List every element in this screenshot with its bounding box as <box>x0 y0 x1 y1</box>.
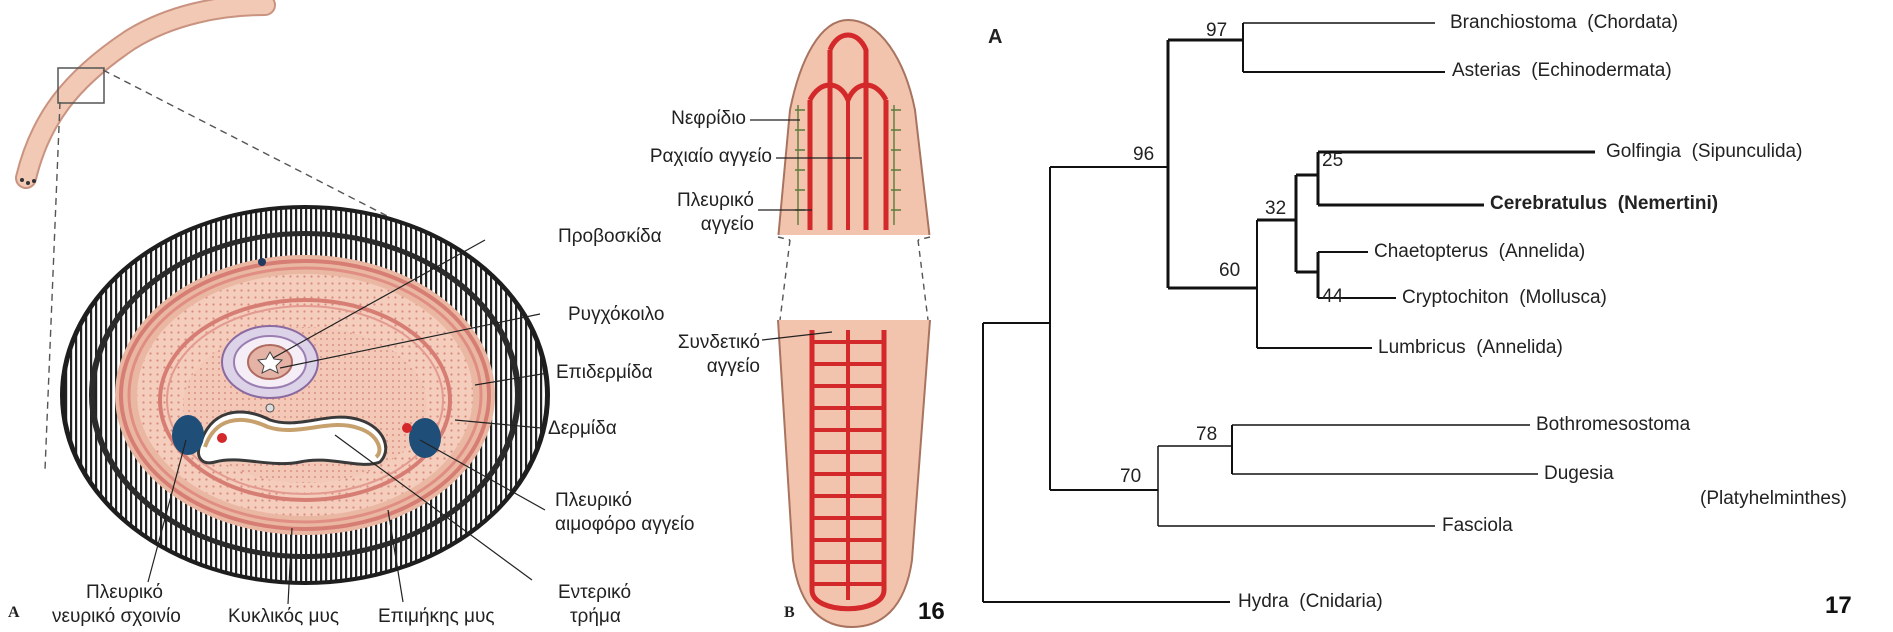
support-97: 97 <box>1206 20 1227 42</box>
label-gut-2: τρήμα <box>570 606 621 628</box>
label-nephridium: Νεφρίδιο <box>620 108 746 130</box>
support-32: 32 <box>1265 198 1286 220</box>
taxon-hydra: Hydra (Cnidaria) <box>1238 591 1383 613</box>
panel-letter-tree: A <box>988 26 1002 49</box>
label-lateral-vessel-v2: αγγείο <box>640 214 754 236</box>
taxon-branchiostoma: Branchiostoma (Chordata) <box>1450 12 1678 34</box>
taxon-dugesia: Dugesia <box>1544 463 1614 485</box>
support-44: 44 <box>1322 286 1343 308</box>
panel-letter-b: B <box>784 604 795 622</box>
taxon-cerebratulus: Cerebratulus (Nemertini) <box>1490 193 1718 215</box>
label-dermis: Δερμίδα <box>548 418 617 440</box>
label-lateral-vessel-1: Πλευρικό <box>555 490 632 512</box>
figure-number-17: 17 <box>1825 592 1852 620</box>
label-nerve-cord-1: Πλευρικό <box>86 582 163 604</box>
support-60: 60 <box>1219 260 1240 282</box>
support-78: 78 <box>1196 424 1217 446</box>
label-rhynchocoel: Ρυγχόκοιλο <box>568 304 664 326</box>
vascular-body <box>760 20 950 627</box>
label-connective-2: αγγείο <box>630 356 760 378</box>
taxon-bothromesostoma: Bothromesostoma <box>1536 414 1690 436</box>
label-connective-1: Συνδετικό <box>630 332 760 354</box>
label-gut-1: Εντερικό <box>558 582 631 604</box>
taxon-lumbricus: Lumbricus (Annelida) <box>1378 337 1563 359</box>
figure-number-16: 16 <box>918 598 945 626</box>
taxon-chaetopterus: Chaetopterus (Annelida) <box>1374 241 1585 263</box>
support-25: 25 <box>1322 150 1343 172</box>
label-circular-muscle: Κυκλικός μυς <box>228 606 339 628</box>
label-lateral-vessel-v1: Πλευρικό <box>640 190 754 212</box>
support-70: 70 <box>1120 466 1141 488</box>
taxon-golfingia: Golfingia (Sipunculida) <box>1606 141 1802 163</box>
label-longitudinal-muscle: Επιμήκης μυς <box>378 606 495 628</box>
label-nerve-cord-2: νευρικό σχοινίο <box>52 606 181 628</box>
panel-letter-a: A <box>8 604 20 622</box>
taxon-fasciola: Fasciola <box>1442 515 1513 537</box>
taxon-asterias: Asterias (Echinodermata) <box>1452 60 1672 82</box>
cross-section <box>60 205 550 585</box>
label-lateral-vessel-2: αιμοφόρο αγγείο <box>555 514 695 536</box>
taxon-cryptochiton: Cryptochiton (Mollusca) <box>1402 287 1607 309</box>
support-96: 96 <box>1133 144 1154 166</box>
platyhelminthes-group-label: (Platyhelminthes) <box>1700 488 1847 510</box>
label-dorsal-vessel: Ραχιαίο αγγείο <box>606 146 772 168</box>
